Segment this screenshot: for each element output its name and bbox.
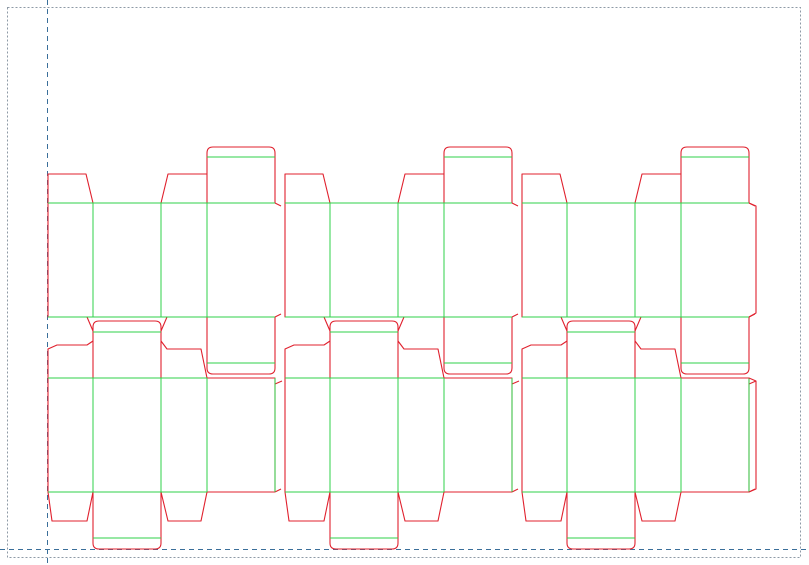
cut-line (634, 173, 681, 204)
cut-line (680, 146, 750, 203)
cut-line (329, 320, 399, 378)
cut-line (634, 316, 681, 332)
cut-line (160, 173, 207, 204)
cut-line (511, 380, 520, 385)
cut-line (207, 377, 276, 492)
cut-line (92, 492, 162, 550)
cut-line (160, 491, 275, 522)
cut-line (566, 320, 636, 378)
cut-line (634, 491, 749, 522)
dieline-top-1 (47, 146, 282, 375)
cut-line (521, 173, 568, 204)
cut-line (47, 340, 94, 378)
cut-line (206, 317, 276, 375)
cut-line (521, 203, 568, 332)
cut-line (284, 203, 331, 332)
cut-line (521, 340, 568, 378)
dieline-bottom-3 (521, 320, 757, 550)
cut-line (47, 173, 94, 204)
cut-line (329, 492, 399, 550)
page-boundary (7, 7, 801, 558)
cut-line (748, 380, 757, 385)
cut-line (511, 313, 519, 318)
cut-line (284, 378, 331, 522)
cut-line (160, 316, 207, 332)
cut-line (634, 340, 682, 379)
cut-line (511, 202, 519, 207)
cut-line (274, 202, 282, 207)
dieline-bottom-2 (284, 320, 520, 550)
side-tab-cut (748, 202, 757, 318)
dieline-group (47, 146, 757, 550)
cut-line (680, 317, 750, 375)
cut-line (284, 173, 331, 204)
cut-line (397, 491, 512, 522)
cut-line (521, 378, 568, 522)
cut-line (274, 488, 282, 493)
cut-line (206, 146, 276, 203)
cut-line (274, 380, 283, 385)
cut-line (443, 146, 513, 203)
cut-line (511, 488, 519, 493)
cut-line (160, 340, 208, 379)
cut-line (566, 492, 636, 550)
cut-line (444, 377, 513, 492)
dieline-top-2 (284, 146, 519, 375)
cut-line (284, 340, 331, 378)
cut-line (92, 320, 162, 378)
cut-line (443, 317, 513, 375)
cut-line (397, 316, 444, 332)
dieline-top-3 (521, 146, 756, 375)
side-tab-cut (748, 377, 757, 493)
cut-line (47, 378, 94, 522)
cut-line (274, 313, 282, 318)
dieline-bottom-1 (47, 320, 283, 550)
cut-line (397, 173, 444, 204)
cut-line (397, 340, 445, 379)
cut-line (47, 203, 94, 332)
cut-line (681, 377, 750, 492)
